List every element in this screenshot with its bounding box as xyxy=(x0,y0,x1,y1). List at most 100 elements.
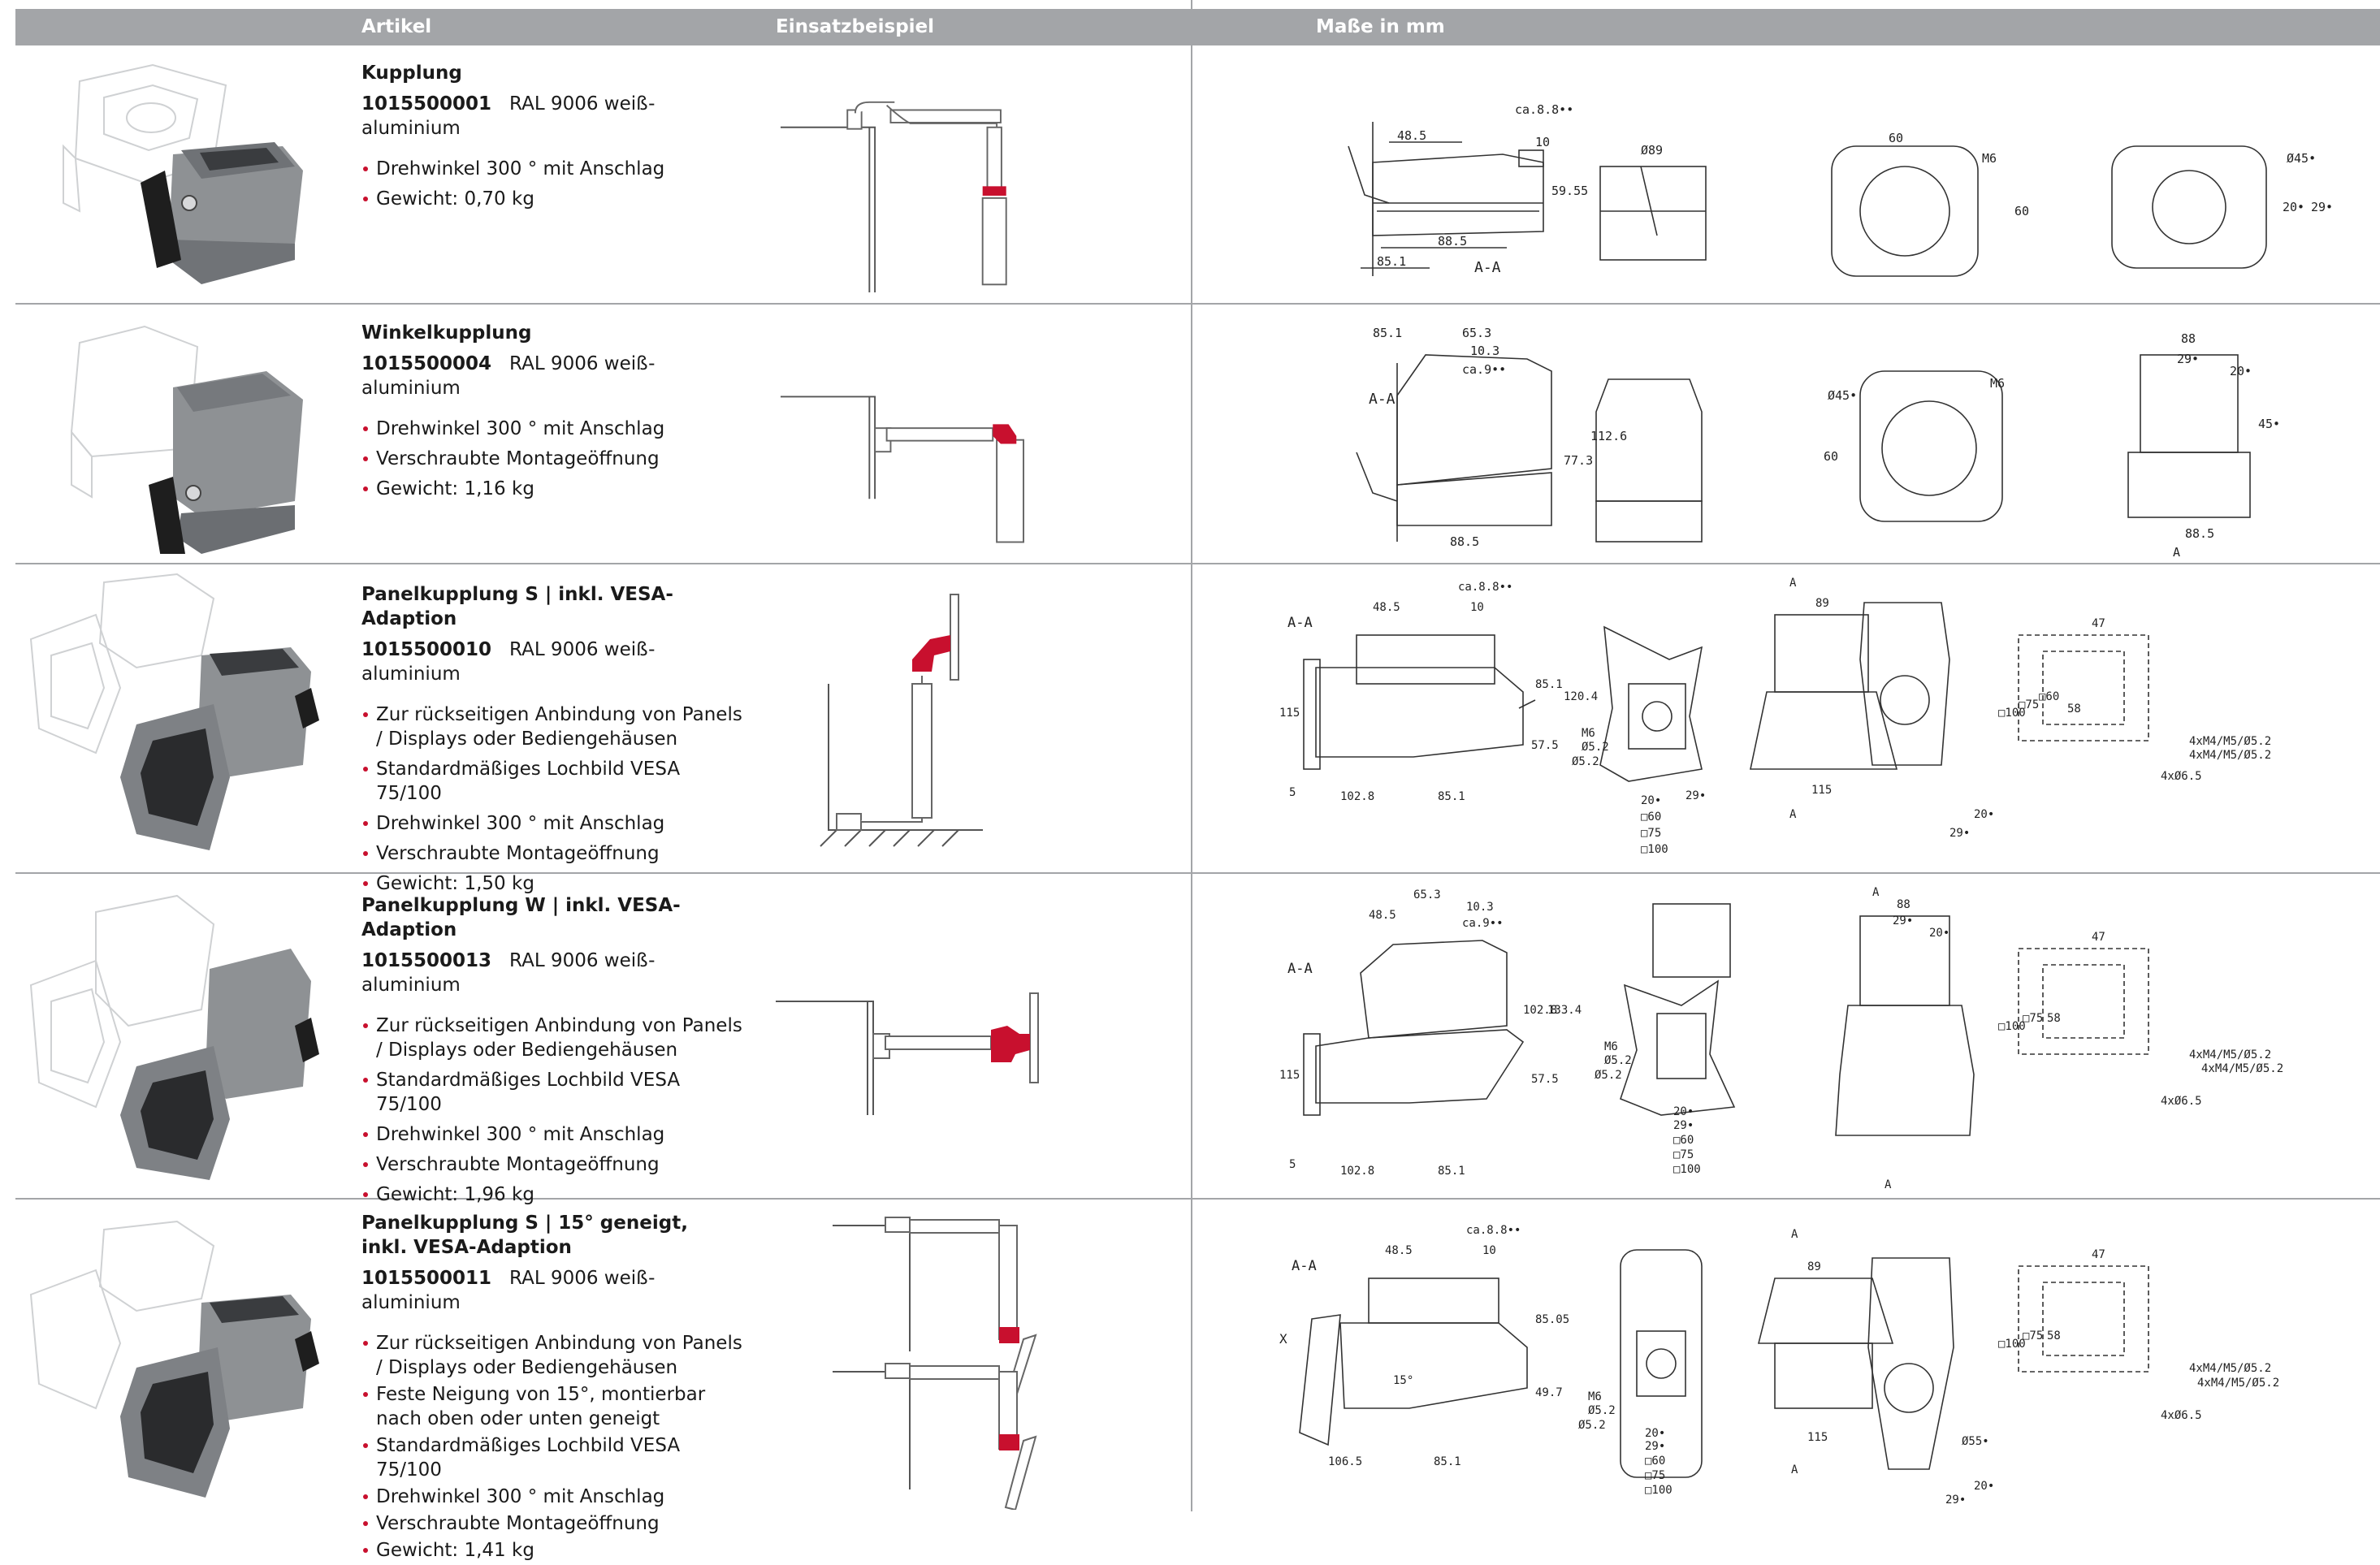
dimension-label: 29• xyxy=(2311,200,2333,214)
dimension-label: Ø45• xyxy=(2287,151,2316,166)
section-label: A-A xyxy=(1474,259,1501,276)
section-label: A-A xyxy=(1287,961,1313,977)
article-number: 1015500010 xyxy=(361,639,492,660)
row-divider xyxy=(1192,303,2380,305)
feature-item: Gewicht: 0,70 kg xyxy=(361,187,751,211)
product-photo-winkelkupplung xyxy=(70,325,303,554)
color-spec: RAL 9006 weiß-aluminium xyxy=(361,93,656,139)
dimension-label: 58 xyxy=(2047,1012,2061,1025)
feature-item: Zur rückseitigen Anbindung von Panels / … xyxy=(361,1014,751,1062)
dimension-label: 4xØ6.5 xyxy=(2161,1409,2202,1422)
product-photo-kupplung xyxy=(63,63,303,284)
feature-item: Drehwinkel 300 ° mit Anschlag xyxy=(361,811,751,836)
row-divider xyxy=(1192,563,2380,564)
dimension-label: 115 xyxy=(1807,1431,1828,1444)
column-header-example: Einsatzbeispiel xyxy=(776,16,935,37)
dimension-label: 10.3 xyxy=(1470,344,1499,358)
dimension-label: 48.5 xyxy=(1373,601,1400,614)
dimension-label: M6 xyxy=(1582,727,1595,740)
dimension-label: 89 xyxy=(1815,597,1829,610)
dimension-label: 20• xyxy=(1673,1105,1694,1118)
product-row: Panelkupplung S | 15° geneigt, inkl. VES… xyxy=(0,1201,2380,1561)
dimension-label: M6 xyxy=(1604,1040,1618,1053)
feature-item: Feste Neigung von 15°, montierbar nach o… xyxy=(361,1382,751,1431)
dimension-label: 60 xyxy=(1889,131,1903,145)
section-marker: A xyxy=(1791,1228,1798,1241)
dimension-label: ca.9•• xyxy=(1462,362,1506,377)
row-divider xyxy=(15,1198,1191,1200)
feature-item: Gewicht: 1,41 kg xyxy=(361,1538,751,1563)
feature-item: Gewicht: 1,16 kg xyxy=(361,477,751,501)
dimension-label: 58 xyxy=(2047,1329,2061,1342)
dimension-label: 29• xyxy=(2177,352,2199,366)
feature-list: Drehwinkel 300 ° mit Anschlag Gewicht: 0… xyxy=(361,157,751,211)
feature-list: Zur rückseitigen Anbindung von Panels / … xyxy=(361,1331,751,1563)
dimension-label: 4xM4/M5/Ø5.2 xyxy=(2189,749,2271,762)
dimension-label: 4xM4/M5/Ø5.2 xyxy=(2197,1377,2279,1390)
dimension-label: □100 xyxy=(1645,1484,1672,1497)
dimension-label: 47 xyxy=(2092,1248,2105,1261)
dimension-label: 4xM4/M5/Ø5.2 xyxy=(2189,1362,2271,1375)
dimension-drawing: A-A 48.5 ca.8.8•• 10 85.05 49.7 106.5 85… xyxy=(1279,1224,2279,1507)
dimension-label: Ø5.2 xyxy=(1572,755,1599,768)
dimension-label: 65.3 xyxy=(1413,888,1441,901)
article-number: 1015500013 xyxy=(361,950,492,971)
dimension-label: 4xM4/M5/Ø5.2 xyxy=(2189,735,2271,748)
column-header-article: Artikel xyxy=(361,16,432,37)
dimension-drawing: 48.5 ca.8.8•• 10 A-A 115 85.1 120.4 57.5… xyxy=(1279,577,2271,856)
dimension-label: 4xM4/M5/Ø5.2 xyxy=(2189,1048,2271,1061)
dimension-label: □60 xyxy=(1641,811,1661,824)
section-label: A-A xyxy=(1369,391,1396,408)
section-marker: A xyxy=(1789,808,1797,821)
color-spec: RAL 9006 weiß-aluminium xyxy=(361,639,656,685)
feature-item: Verschraubte Montageöffnung xyxy=(361,841,751,866)
product-info: Panelkupplung S | inkl. VESA-Adaption 10… xyxy=(361,582,751,901)
feature-item: Gewicht: 1,96 kg xyxy=(361,1182,751,1207)
row-divider xyxy=(1192,872,2380,874)
product-photo-panelkupplung-s xyxy=(29,573,319,850)
dimension-label: 57.5 xyxy=(1531,1073,1559,1086)
dimension-label: 5 xyxy=(1289,786,1296,799)
product-photo-panelkupplung-s-15 xyxy=(29,1220,319,1498)
dimension-label: 115 xyxy=(1279,1069,1300,1082)
dimension-label: □60 xyxy=(1645,1455,1665,1468)
dimension-label: 20• xyxy=(2230,364,2252,378)
dimension-label: 10 xyxy=(1470,601,1484,614)
dimension-label: M6 xyxy=(1990,376,2005,391)
dimension-label: 29• xyxy=(1685,789,1706,802)
dimension-label: 15° xyxy=(1393,1374,1413,1387)
section-marker: A xyxy=(1872,886,1880,899)
usage-example-diagram xyxy=(776,992,1039,1115)
dimension-label: 10 xyxy=(1482,1244,1496,1257)
dimension-label: 133.4 xyxy=(1547,1004,1582,1017)
dimension-label: Ø5.2 xyxy=(1588,1404,1616,1417)
color-spec: RAL 9006 weiß-aluminium xyxy=(361,950,656,996)
dimension-label: 29• xyxy=(1645,1440,1665,1453)
dimension-label: Ø5.2 xyxy=(1595,1069,1622,1082)
dimension-label: M6 xyxy=(1982,151,1997,166)
dimension-label: 45• xyxy=(2258,417,2280,431)
dimension-label: Ø89 xyxy=(1641,143,1663,158)
dimension-label: 29• xyxy=(1893,914,1913,927)
article-number: 1015500011 xyxy=(361,1268,492,1289)
usage-example-diagram xyxy=(820,594,983,847)
feature-item: Drehwinkel 300 ° mit Anschlag xyxy=(361,417,751,441)
row-divider xyxy=(15,563,1191,564)
dimension-label: 102.8 xyxy=(1340,790,1374,803)
dimension-label: Ø5.2 xyxy=(1604,1054,1632,1067)
dimension-label: 4xØ6.5 xyxy=(2161,770,2202,783)
dimension-label: ca.8.8•• xyxy=(1458,581,1512,594)
table-header: Artikel Einsatzbeispiel Maße in mm xyxy=(15,9,2380,45)
feature-item: Standardmäßiges Lochbild VESA 75/100 xyxy=(361,1433,751,1482)
dimension-label: □100 xyxy=(1641,843,1668,856)
section-label: A-A xyxy=(1287,615,1313,631)
product-title: Panelkupplung W | inkl. VESA-Adaption xyxy=(361,895,681,940)
view-label: X xyxy=(1279,1331,1287,1347)
feature-item: Standardmäßiges Lochbild VESA 75/100 xyxy=(361,757,751,806)
dimension-label: 106.5 xyxy=(1328,1455,1362,1468)
feature-item: Standardmäßiges Lochbild VESA 75/100 xyxy=(361,1068,751,1117)
